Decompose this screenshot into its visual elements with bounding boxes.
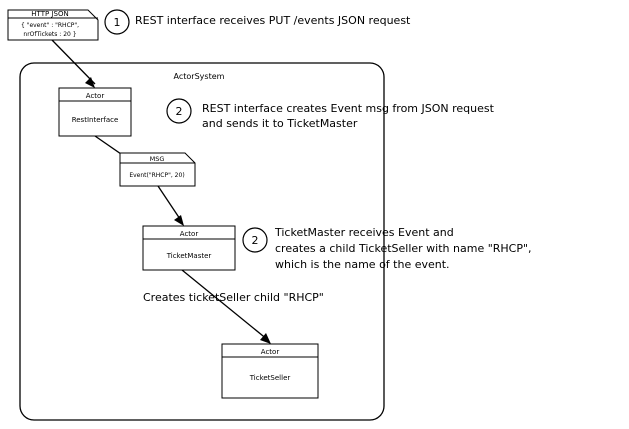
ticketmaster-stereotype: Actor	[180, 230, 199, 238]
restinterface-name: RestInterface	[72, 116, 119, 124]
step-2a-circle	[166, 98, 192, 124]
actor-box-ticketmaster	[142, 225, 236, 271]
step-1-circle	[104, 9, 130, 35]
http-note-line1: { "event" : "RHCP",	[21, 22, 79, 29]
step-2b-circle	[242, 227, 268, 253]
http-note-title: HTTP JSON	[31, 10, 68, 18]
edge-label-creates-child: Creates ticketSeller child "RHCP"	[143, 291, 324, 304]
ticketseller-stereotype: Actor	[261, 348, 280, 356]
edge-http-to-restinterface	[51, 39, 96, 85]
actor-box-restinterface	[58, 87, 132, 137]
step-1-text: REST interface receives PUT /events JSON…	[135, 14, 411, 27]
step-2b-number: 2	[252, 234, 259, 247]
actor-system-title: ActorSystem	[174, 72, 225, 81]
restinterface-stereotype: Actor	[86, 92, 105, 100]
step-2a-text-line2: and sends it to TicketMaster	[202, 117, 358, 130]
arrowhead-ticketseller	[260, 333, 271, 344]
arrowhead-restinterface	[85, 77, 95, 88]
step-2b-text-line2: creates a child TicketSeller with name "…	[275, 242, 532, 255]
step-2b-text-line3: which is the name of the event.	[275, 258, 450, 271]
http-note-line2: nrOfTickets : 20 }	[23, 31, 76, 38]
step-2a-text-line1: REST interface creates Event msg from JS…	[202, 102, 494, 115]
step-2a-number: 2	[176, 105, 183, 118]
msg-body: Event("RHCP", 20)	[129, 172, 184, 179]
msg-note	[119, 152, 196, 187]
http-json-note	[7, 9, 99, 41]
edge-ticketmaster-to-ticketseller	[181, 269, 269, 341]
edge-msg-to-ticketmaster	[157, 185, 183, 223]
ticketseller-name: TicketSeller	[249, 374, 291, 382]
step-1-number: 1	[114, 16, 121, 29]
actor-system-boundary	[19, 62, 385, 421]
arrowhead-ticketmaster	[174, 215, 184, 226]
step-2b-text-line1: TicketMaster receives Event and	[275, 226, 454, 239]
ticketmaster-name: TicketMaster	[166, 252, 212, 260]
msg-title: MSG	[150, 155, 165, 163]
actor-box-ticketseller	[221, 343, 319, 399]
